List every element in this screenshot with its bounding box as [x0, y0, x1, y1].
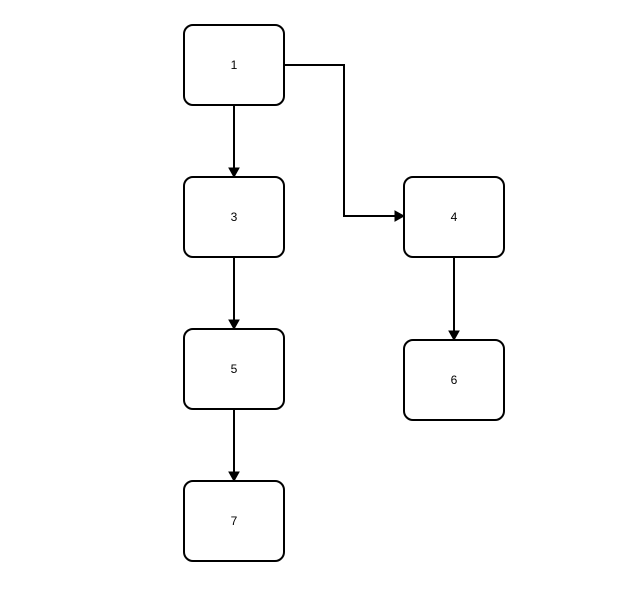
edge-3-to-5: [228, 257, 240, 331]
node-3-label: 3: [231, 210, 238, 224]
node-6[interactable]: 6: [403, 339, 505, 421]
edge-1-to-4: [284, 64, 406, 222]
node-4[interactable]: 4: [403, 176, 505, 258]
node-5-label: 5: [231, 362, 238, 376]
node-6-label: 6: [451, 373, 458, 387]
node-5[interactable]: 5: [183, 328, 285, 410]
node-7[interactable]: 7: [183, 480, 285, 562]
edges: [228, 64, 460, 483]
edge-4-to-6: [448, 257, 460, 342]
node-3[interactable]: 3: [183, 176, 285, 258]
node-7-label: 7: [231, 514, 238, 528]
node-1-label: 1: [231, 58, 238, 72]
edge-5-to-7: [228, 409, 240, 483]
edge-1-to-3: [228, 105, 240, 179]
node-1[interactable]: 1: [183, 24, 285, 106]
node-4-label: 4: [451, 210, 458, 224]
